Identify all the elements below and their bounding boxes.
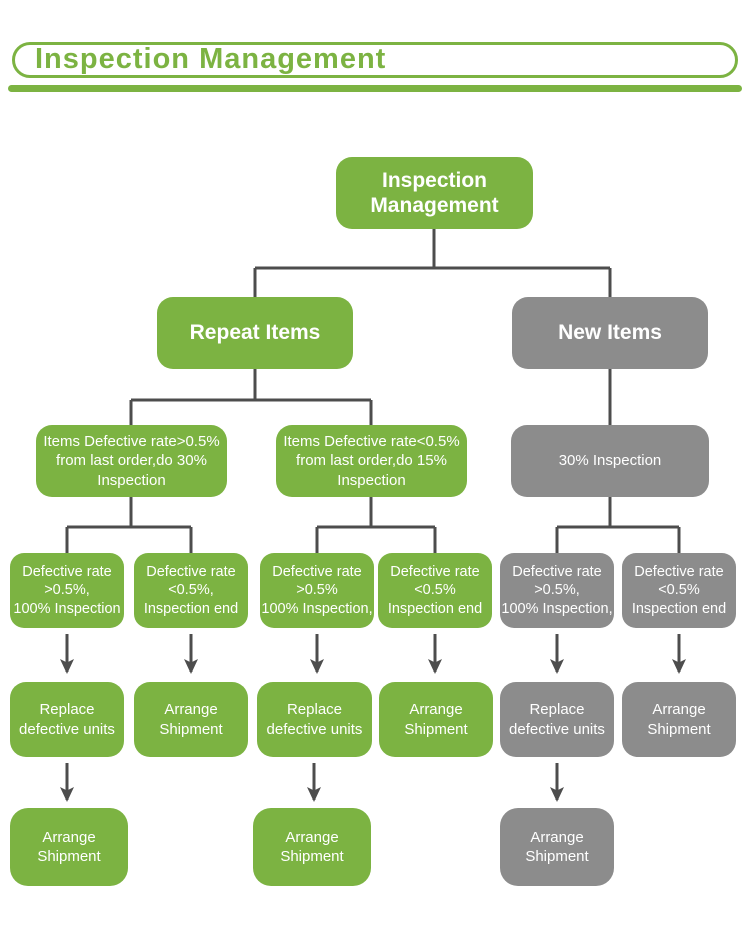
header-underline — [8, 85, 742, 92]
flow-node-label: Arrange Shipment — [159, 701, 223, 738]
flow-node-new-items: New Items — [512, 297, 708, 369]
flow-node-repeat-high-rate: Items Defective rate>0.5% from last orde… — [36, 425, 227, 497]
flow-node-label: 30% Inspection — [558, 452, 662, 470]
flow-node-label: Defective rate <0.5% Inspection end — [387, 563, 483, 617]
flow-node-repeat-low-ship: Arrange Shipment — [379, 682, 493, 757]
flow-node-repeat-high-ship: Arrange Shipment — [134, 682, 248, 757]
flow-node-label: Arrange Shipment — [647, 701, 711, 738]
page-title: Inspection Management — [35, 42, 387, 75]
flow-node-inspection-management: Inspection Management — [336, 157, 533, 229]
flow-node-repeat-high-pass: Defective rate <0.5%, Inspection end — [134, 553, 248, 628]
flow-node-repeat-high-fail: Defective rate >0.5%, 100% Inspection — [10, 553, 124, 628]
flow-node-repeat-high-replace: Replace defective units — [10, 682, 124, 757]
flow-node-label: Items Defective rate<0.5% from last orde… — [283, 433, 460, 489]
flow-node-label: Defective rate <0.5% Inspection end — [631, 563, 727, 617]
flow-node-repeat-low-pass: Defective rate <0.5% Inspection end — [378, 553, 492, 628]
flow-node-repeat-low-rate: Items Defective rate<0.5% from last orde… — [276, 425, 467, 497]
flow-node-new-pass: Defective rate <0.5% Inspection end — [622, 553, 736, 628]
flow-node-label: Defective rate >0.5%, 100% Inspection — [13, 563, 121, 617]
flow-node-label: Arrange Shipment — [37, 828, 101, 865]
flow-node-repeat-low-fail: Defective rate >0.5% 100% Inspection, — [260, 553, 374, 628]
flow-node-repeat-low-final-ship: Arrange Shipment — [253, 808, 371, 886]
flow-node-new-final-ship: Arrange Shipment — [500, 808, 614, 886]
flow-node-label: New Items — [558, 321, 662, 345]
flow-node-label: Items Defective rate>0.5% from last orde… — [43, 433, 220, 489]
flow-node-new-ship: Arrange Shipment — [622, 682, 736, 757]
flow-node-label: Arrange Shipment — [404, 701, 468, 738]
flow-node-label: Inspection Management — [370, 168, 499, 217]
flow-node-new-replace: Replace defective units — [500, 682, 614, 757]
flow-node-label: Replace defective units — [509, 701, 605, 738]
flow-node-new-fail: Defective rate >0.5%, 100% Inspection, — [500, 553, 614, 628]
flow-node-label: Defective rate >0.5%, 100% Inspection, — [501, 563, 613, 617]
flow-node-label: Defective rate >0.5% 100% Inspection, — [261, 563, 373, 617]
flow-node-repeat-low-replace: Replace defective units — [257, 682, 372, 757]
flow-node-label: Replace defective units — [19, 701, 115, 738]
flow-node-new-30pct-inspection: 30% Inspection — [511, 425, 709, 497]
header-outline: Inspection Management — [12, 42, 738, 78]
flow-node-label: Defective rate <0.5%, Inspection end — [143, 563, 239, 617]
flow-node-repeat-high-final-ship: Arrange Shipment — [10, 808, 128, 886]
flow-node-label: Repeat Items — [189, 321, 321, 345]
flow-node-label: Replace defective units — [266, 701, 363, 738]
flow-node-label: Arrange Shipment — [525, 828, 589, 865]
flow-node-repeat-items: Repeat Items — [157, 297, 353, 369]
flow-node-label: Arrange Shipment — [280, 828, 344, 865]
